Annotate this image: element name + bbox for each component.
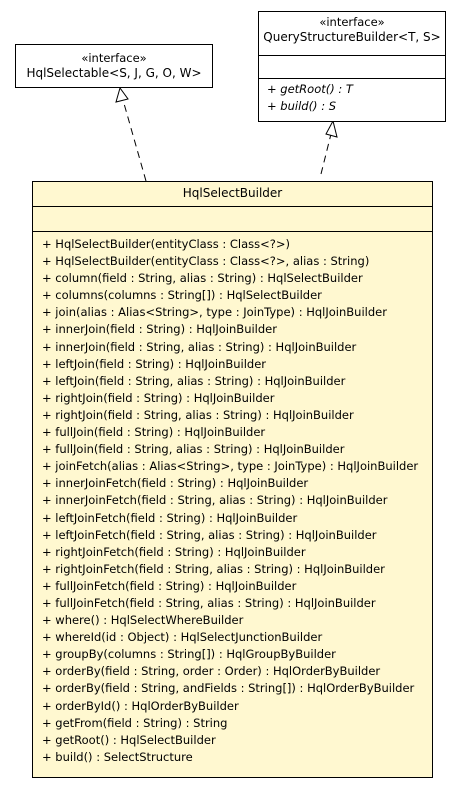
- operation-row: + getRoot() : HqlSelectBuilder: [42, 732, 216, 747]
- operation-row: + innerJoinFetch(field : String, alias :…: [42, 493, 388, 508]
- hqlselectable-name: HqlSelectable<S, J, G, O, W>: [26, 66, 202, 80]
- operation-row: + orderBy(field : String, andFields : St…: [42, 681, 415, 696]
- operation-row: + columns(columns : String[]) : HqlSelec…: [42, 288, 322, 303]
- querystructurebuilder-operations-compartment: + getRoot() : T + build() : S: [259, 78, 445, 115]
- hqlselectbuilder-operations-compartment: + HqlSelectBuilder(entityClass : Class<?…: [33, 231, 432, 766]
- operation-row: + leftJoinFetch(field : String) : HqlJoi…: [42, 510, 298, 525]
- hqlselectable-stereotype: «interface»: [81, 51, 147, 65]
- operation-row: + leftJoinFetch(field : String, alias : …: [42, 527, 377, 542]
- operation-row: + fullJoin(field : String) : HqlJoinBuil…: [42, 425, 266, 440]
- operation-row: + innerJoin(field : String) : HqlJoinBui…: [42, 322, 277, 337]
- operation-build: + build() : S: [267, 99, 337, 114]
- operation-row: + rightJoin(field : String) : HqlJoinBui…: [42, 390, 275, 405]
- operation-row: + orderById() : HqlOrderByBuilder: [42, 698, 239, 713]
- operation-row: + fullJoin(field : String, alias : Strin…: [42, 442, 345, 457]
- operation-row: + innerJoinFetch(field : String) : HqlJo…: [42, 476, 309, 491]
- hqlselectbuilder-class-box[interactable]: HqlSelectBuilder + HqlSelectBuilder(enti…: [32, 181, 433, 778]
- operation-row: + rightJoin(field : String, alias : Stri…: [42, 407, 354, 422]
- querystructurebuilder-interface-box[interactable]: «interface» QueryStructureBuilder<T, S> …: [258, 11, 446, 122]
- operation-row: + leftJoin(field : String, alias : Strin…: [42, 373, 346, 388]
- hqlselectable-interface-box[interactable]: «interface» HqlSelectable<S, J, G, O, W>: [15, 44, 213, 88]
- operation-getroot: + getRoot() : T: [267, 82, 353, 96]
- querystructurebuilder-stereotype: «interface»: [319, 15, 385, 29]
- operation-row: + joinFetch(alias : Alias<String>, type …: [42, 459, 419, 474]
- operation-row: + orderBy(field : String, order : Order)…: [42, 664, 381, 679]
- operation-row: + fullJoinFetch(field : String, alias : …: [42, 595, 376, 610]
- realization-arrowhead-hqlselectable: [115, 86, 129, 103]
- operation-row: + getFrom(field : String) : String: [42, 715, 228, 730]
- operation-row: + rightJoinFetch(field : String, alias :…: [42, 561, 385, 576]
- operation-row: + column(field : String, alias : String)…: [42, 271, 363, 286]
- hqlselectbuilder-name: HqlSelectBuilder: [182, 186, 283, 200]
- querystructurebuilder-attributes-compartment: [259, 55, 445, 78]
- operation-row: + whereId(id : Object) : HqlSelectJuncti…: [42, 630, 323, 645]
- operation-row: + build() : SelectStructure: [42, 749, 193, 764]
- operation-row: + where() : HqlSelectWhereBuilder: [42, 613, 244, 628]
- realization-arrowhead-querystructurebuilder: [325, 119, 338, 138]
- querystructurebuilder-name: QueryStructureBuilder<T, S>: [263, 30, 441, 44]
- hqlselectbuilder-attributes-compartment: [33, 206, 432, 231]
- operation-row: + fullJoinFetch(field : String) : HqlJoi…: [42, 578, 297, 593]
- operation-row: + HqlSelectBuilder(entityClass : Class<?…: [42, 237, 291, 251]
- operation-row: + leftJoin(field : String) : HqlJoinBuil…: [42, 356, 267, 371]
- realization-line-hqlselectable: [122, 99, 147, 182]
- operation-row: + HqlSelectBuilder(entityClass : Class<?…: [42, 254, 370, 269]
- realization-line-querystructurebuilder: [320, 133, 332, 175]
- operation-row: + groupBy(columns : String[]) : HqlGroup…: [42, 647, 336, 662]
- operation-row: + innerJoin(field : String, alias : Stri…: [42, 339, 357, 354]
- operation-row: + join(alias : Alias<String>, type : Joi…: [42, 305, 387, 320]
- operation-row: + rightJoinFetch(field : String) : HqlJo…: [42, 544, 306, 559]
